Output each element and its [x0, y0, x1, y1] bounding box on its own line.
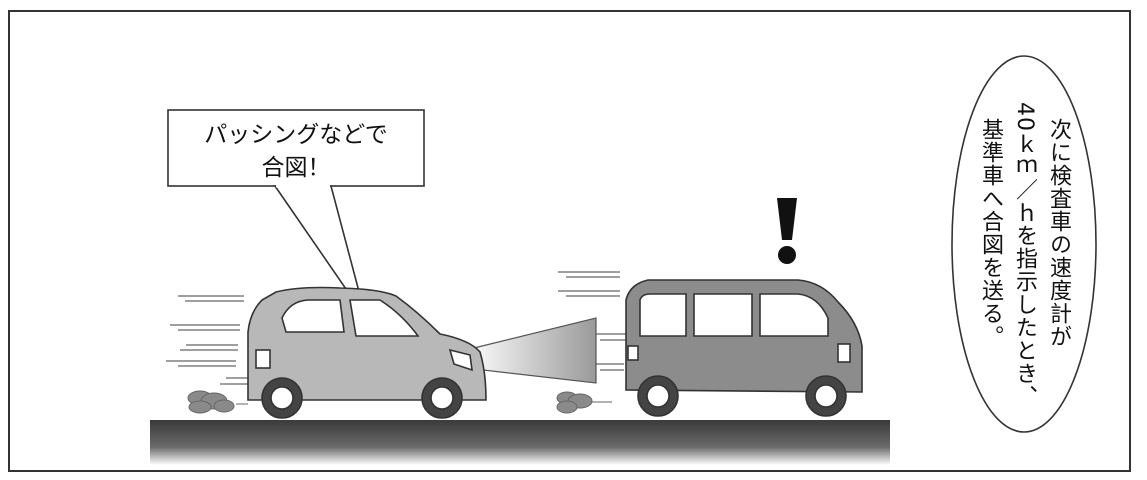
exhaust-rear-car [557, 392, 612, 413]
exhaust-front-car [188, 391, 248, 413]
headlight-beam [466, 318, 596, 383]
note-line-2: 40ｋｍ／ｈを指示したとき、 [1008, 102, 1040, 408]
note-line-1: 次に検査車の速度計が [1042, 118, 1074, 348]
rear-car [626, 280, 862, 416]
speech-line-1: パッシングなどで [171, 119, 421, 152]
note-line-3: 基準車へ合図を送る。 [974, 118, 1006, 348]
speed-lines-front-car [166, 296, 250, 384]
exclamation-icon [777, 198, 797, 264]
road [150, 420, 890, 465]
front-car [248, 288, 486, 419]
speech-line-2: 合図！ [171, 152, 421, 185]
speech-bubble-text: パッシングなどで 合図！ [171, 119, 421, 185]
